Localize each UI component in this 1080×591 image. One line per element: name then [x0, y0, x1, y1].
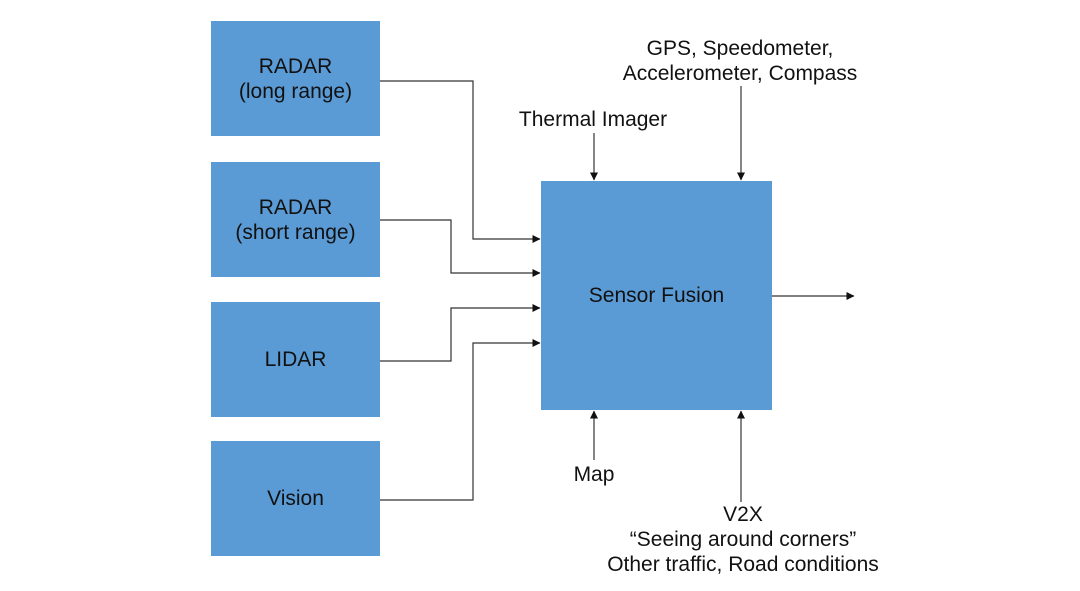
radar-short-range-box: RADAR (short range) — [211, 162, 380, 277]
v2x-label: V2X “Seeing around corners” Other traffi… — [575, 502, 911, 577]
map-label: Map — [554, 462, 634, 487]
gps-input-line-2: Accelerometer, Compass — [622, 62, 858, 85]
map-text: Map — [573, 463, 615, 486]
radar-long-range-box: RADAR (long range) — [211, 21, 380, 136]
sensor-fusion-label: Sensor Fusion — [588, 284, 725, 307]
thermal-imager-label: Thermal Imager — [500, 107, 686, 132]
v2x-description: Other traffic, Road conditions — [607, 553, 879, 576]
radar-long-range-title: RADAR — [258, 54, 333, 78]
radar-short-range-subtitle: (short range) — [235, 220, 356, 244]
gps-input-label: GPS, Speedometer, Accelerometer, Compass — [600, 36, 880, 86]
v2x-title: V2X — [723, 503, 763, 526]
connector-radar-short-to-fusion — [380, 219, 541, 277]
v2x-subtitle: “Seeing around corners” — [629, 528, 857, 551]
thermal-imager-text: Thermal Imager — [518, 108, 668, 131]
sensor-fusion-box: Sensor Fusion — [541, 181, 772, 410]
gps-input-line-1: GPS, Speedometer, — [646, 37, 834, 60]
connector-radar-long-to-fusion — [380, 80, 541, 243]
vision-label: Vision — [267, 487, 324, 510]
vision-box: Vision — [211, 441, 380, 556]
connector-vision-to-fusion — [380, 339, 541, 501]
radar-short-range-title: RADAR — [258, 195, 333, 219]
lidar-box: LIDAR — [211, 302, 380, 417]
lidar-label: LIDAR — [264, 348, 327, 371]
connector-lidar-to-fusion — [380, 304, 541, 362]
radar-long-range-subtitle: (long range) — [238, 79, 353, 103]
